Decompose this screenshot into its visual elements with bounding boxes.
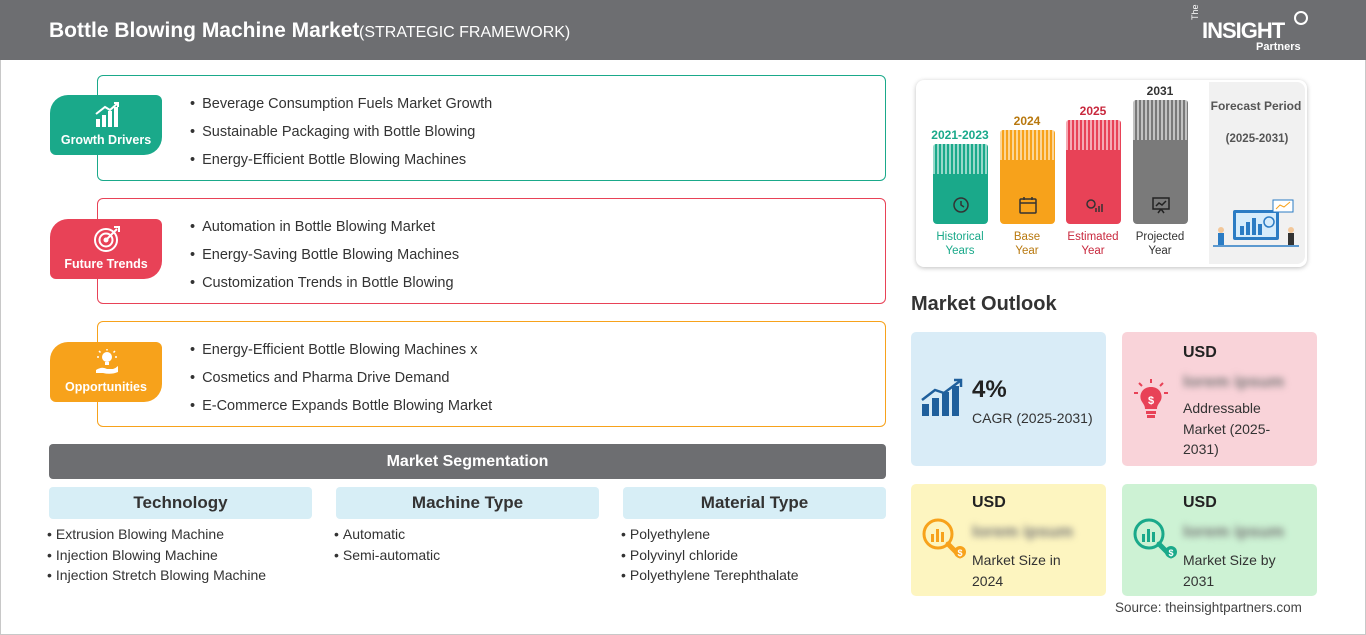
idea-dollar-icon: $ <box>1134 379 1168 418</box>
forecast-period-years: (2025-2031) <box>1225 133 1289 145</box>
list-item: Beverage Consumption Fuels Market Growth <box>190 96 492 124</box>
period-bar-estimated <box>1066 120 1121 224</box>
list-item: Sustainable Packaging with Bottle Blowin… <box>190 124 492 152</box>
magnifier-chart-icon: $ <box>922 518 966 559</box>
future-trends-label: Future Trends <box>64 257 148 271</box>
opportunities-list: Energy-Efficient Bottle Blowing Machines… <box>190 342 492 426</box>
svg-text:$: $ <box>1148 395 1154 407</box>
growth-chart-icon <box>921 378 963 416</box>
period-bar-base <box>1000 130 1055 224</box>
segment-list-technology: Extrusion Blowing Machine Injection Blow… <box>47 526 266 588</box>
market-segmentation-bar: Market Segmentation <box>49 444 886 479</box>
list-item: Energy-Saving Bottle Blowing Machines <box>190 247 459 275</box>
list-item: Polyvinyl chloride <box>621 547 799 568</box>
logo-the: The <box>1190 4 1200 20</box>
list-item: Semi-automatic <box>334 547 440 568</box>
logo-sub: Partners <box>1256 41 1301 53</box>
history-clock-icon <box>953 197 969 213</box>
period-year-estimated: 2025 <box>1079 104 1107 118</box>
period-year-projected: 2031 <box>1146 84 1174 98</box>
segment-heading-material-type: Material Type <box>623 487 886 519</box>
cagr-value: 4% <box>972 376 1007 403</box>
period-year-base: 2024 <box>1013 114 1041 128</box>
presentation-chart-icon <box>1152 197 1170 214</box>
addressable-currency: USD <box>1183 344 1217 361</box>
size-2024-value: lorem ipsum <box>972 522 1074 541</box>
list-item: Extrusion Blowing Machine <box>47 526 266 547</box>
market-size-2024-card: $ USD lorem ipsum Market Size in 2024 <box>911 484 1106 596</box>
svg-text:$: $ <box>1168 548 1173 558</box>
calendar-icon <box>1019 197 1037 214</box>
size-2031-currency: USD <box>1183 494 1217 511</box>
market-size-2031-card: $ USD lorem ipsum Market Size by 2031 <box>1122 484 1317 596</box>
list-item: E-Commerce Expands Bottle Blowing Market <box>190 398 492 426</box>
list-item: Polyethylene <box>621 526 799 547</box>
growth-drivers-badge: Growth Drivers <box>50 95 162 155</box>
future-trends-list: Automation in Bottle Blowing Market Ener… <box>190 219 459 303</box>
lightbulb-hand-icon <box>96 349 118 374</box>
size-2031-value: lorem ipsum <box>1183 522 1285 541</box>
addressable-value: lorem ipsum <box>1183 372 1285 391</box>
addressable-desc: Addressable Market (2025-2031) <box>1183 400 1271 457</box>
segment-heading-machine-type: Machine Type <box>336 487 599 519</box>
segment-heading-technology: Technology <box>49 487 312 519</box>
source-link[interactable]: Source: theinsightpartners.com <box>1115 600 1302 615</box>
list-item: Energy-Efficient Bottle Blowing Machines… <box>190 342 492 370</box>
market-outlook-title: Market Outlook <box>911 293 1057 315</box>
svg-text:$: $ <box>957 548 962 558</box>
growth-drivers-list: Beverage Consumption Fuels Market Growth… <box>190 96 492 180</box>
addressable-market-card: $ USD lorem ipsum Addressable Market (20… <box>1122 332 1317 466</box>
future-trends-badge: Future Trends <box>50 219 162 279</box>
size-2024-currency: USD <box>972 494 1006 511</box>
magnifier-chart-icon: $ <box>1133 518 1177 559</box>
page-title: Bottle Blowing Machine Market <box>49 19 360 42</box>
analytics-team-illustration-icon <box>1213 199 1299 247</box>
growth-drivers-label: Growth Drivers <box>60 133 152 147</box>
list-item: Polyethylene Terephthalate <box>621 567 799 588</box>
header-bar: Bottle Blowing Machine Market (STRATEGIC… <box>0 0 1366 60</box>
logo-arc-icon <box>1294 11 1308 25</box>
list-item: Customization Trends in Bottle Blowing <box>190 275 459 303</box>
size-2024-desc: Market Size in 2024 <box>972 552 1061 589</box>
bar-chart-up-icon <box>95 102 119 127</box>
gear-chart-icon <box>1086 199 1103 212</box>
segment-list-material-type: Polyethylene Polyvinyl chloride Polyethy… <box>621 526 799 588</box>
logo-main: INSIGHT <box>1202 18 1285 43</box>
list-item: Energy-Efficient Bottle Blowing Machines <box>190 152 492 180</box>
period-bar-historical <box>933 144 988 224</box>
cagr-desc: CAGR (2025-2031) <box>972 410 1093 426</box>
forecast-period-label: Forecast Period <box>1210 99 1302 113</box>
opportunities-label: Opportunities <box>65 380 147 394</box>
list-item: Automatic <box>334 526 440 547</box>
insight-partners-logo[interactable]: The INSIGHT Partners <box>1190 4 1310 54</box>
size-2031-desc: Market Size by 2031 <box>1183 552 1276 589</box>
target-icon <box>94 226 120 252</box>
segment-list-machine-type: Automatic Semi-automatic <box>334 526 440 567</box>
period-bar-projected <box>1133 100 1188 224</box>
list-item: Cosmetics and Pharma Drive Demand <box>190 370 492 398</box>
cagr-card: 4% CAGR (2025-2031) <box>911 332 1106 466</box>
period-year-historical: 2021-2023 <box>931 128 989 142</box>
opportunities-badge: Opportunities <box>50 342 162 402</box>
list-item: Automation in Bottle Blowing Market <box>190 219 459 247</box>
list-item: Injection Stretch Blowing Machine <box>47 567 266 588</box>
page-subtitle: (STRATEGIC FRAMEWORK) <box>359 24 571 41</box>
list-item: Injection Blowing Machine <box>47 547 266 568</box>
